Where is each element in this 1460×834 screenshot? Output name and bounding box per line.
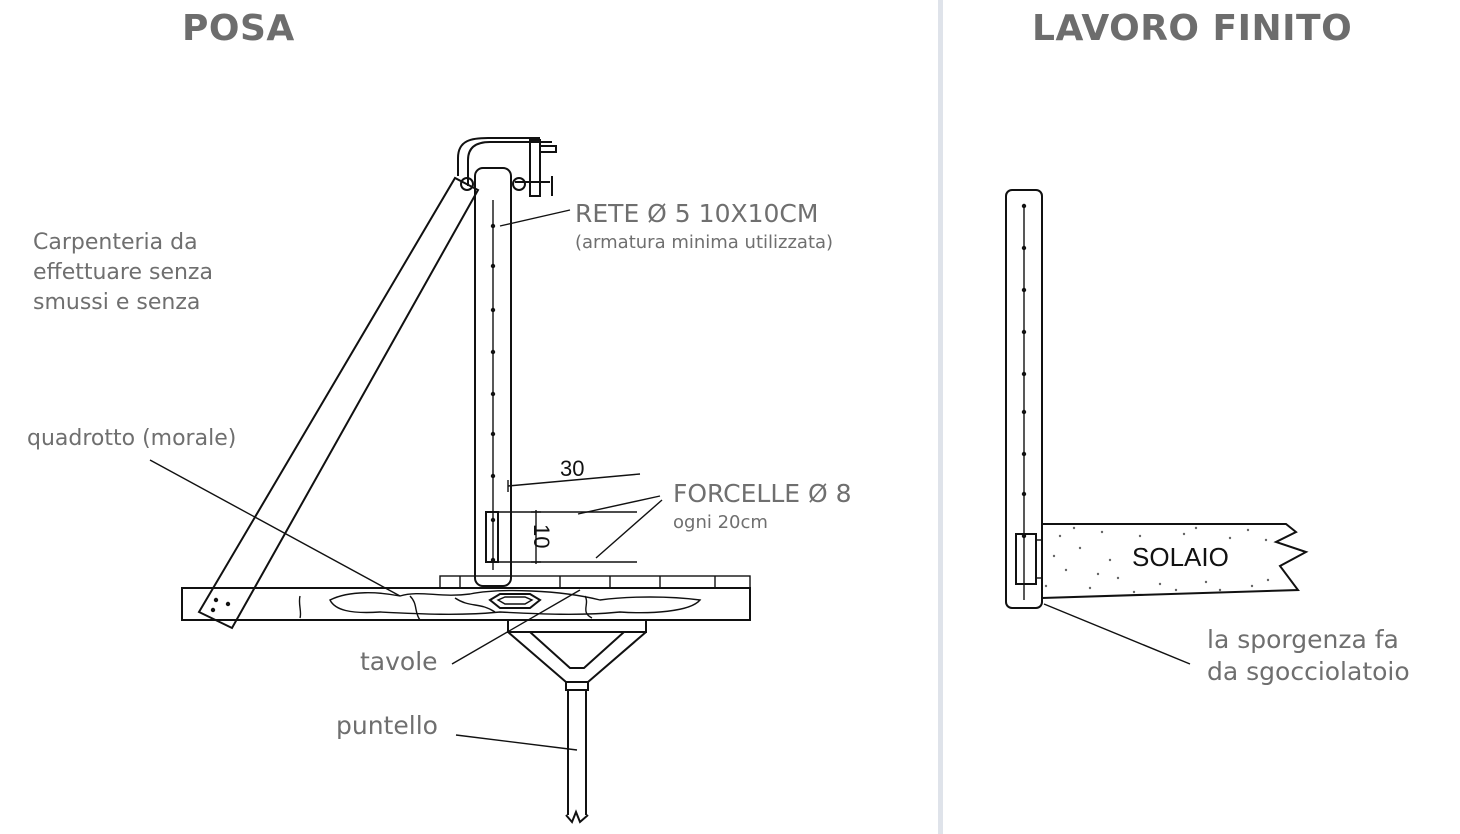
leader-sporgenza (1043, 603, 1191, 665)
left-panel-title: POSA (182, 8, 295, 49)
carpenteria-line-3: smussi e senza (33, 290, 201, 315)
puntello-label: puntello (336, 711, 438, 740)
leader-rete (499, 209, 571, 227)
puntello-prop (507, 619, 647, 824)
formwork-wall (474, 167, 512, 587)
panel-divider (938, 0, 943, 834)
tavole-board (181, 575, 751, 621)
forcelle-label: FORCELLE Ø 8 (673, 479, 852, 508)
quadrotto-label: quadrotto (morale) (27, 426, 237, 451)
rete-label: RETE Ø 5 10X10CM (575, 199, 819, 228)
clamp (457, 137, 557, 197)
leader-tavole (451, 589, 581, 665)
solaio-slab (1015, 523, 1309, 599)
carpenteria-line-2: effettuare senza (33, 260, 213, 285)
dimension-30: 30 (560, 456, 584, 481)
leader-quadrotto (149, 459, 401, 597)
forcelle-detail (485, 473, 663, 564)
sporgenza-line-2: da sgocciolatoio (1207, 657, 1410, 686)
forcelle-sublabel: ogni 20cm (673, 512, 768, 533)
carpenteria-line-1: Carpenteria da (33, 230, 198, 255)
sporgenza-line-1: la sporgenza fa (1207, 625, 1399, 654)
rete-sublabel: (armatura minima utilizzata) (575, 232, 834, 253)
right-panel-title: LAVORO FINITO (1032, 8, 1353, 49)
tavole-label: tavole (360, 647, 438, 676)
solaio-label: SOLAIO (1132, 542, 1229, 572)
dimension-10: 10 (529, 524, 554, 548)
quadrotto-brace (197, 176, 480, 630)
leader-puntello (455, 734, 578, 751)
